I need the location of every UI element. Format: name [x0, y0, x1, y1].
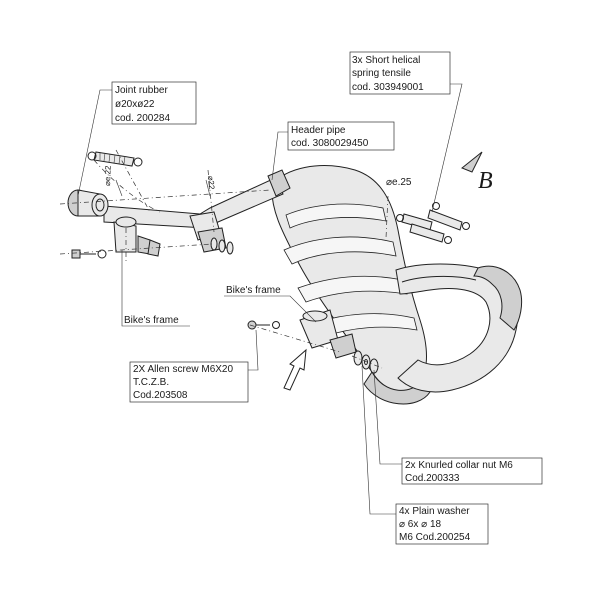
- dimension-d22: ⌀22: [206, 175, 216, 190]
- right-springs: [396, 202, 470, 244]
- callout-allen-screw: 2X Allen screw M6X20 T.C.Z.B. Cod.203508: [129, 329, 259, 403]
- bikes-frame-center-label: Bike's frame: [226, 285, 281, 296]
- curved-silencer: [395, 263, 523, 393]
- washer-title: 4x Plain washer: [399, 506, 470, 517]
- callout-joint-rubber: Joint rubber ø20xø22 cod. 200284: [77, 81, 197, 197]
- view-marker: B: [461, 151, 493, 194]
- collar-nut-code: Cod.200333: [405, 473, 460, 484]
- header-pipe-title: Header pipe: [291, 125, 346, 136]
- washer-code: M6 Cod.200254: [399, 532, 471, 543]
- collar-nut-title: 2x Knurled collar nut M6: [405, 460, 513, 471]
- expansion-chamber: [271, 165, 431, 405]
- header-pipe-code: cod. 3080029450: [291, 138, 369, 149]
- joint-rubber-size: ø20xø22: [115, 99, 155, 110]
- spring-code: cod. 303949001: [352, 82, 424, 93]
- bikes-frame-left-label: Bike's frame: [124, 315, 179, 326]
- callout-spring: 3x Short helical spring tensile cod. 303…: [349, 51, 463, 213]
- dimension-e25: ⌀e.25: [386, 177, 412, 188]
- dimension-e22: ⌀e.22: [103, 165, 113, 186]
- allen-screw-spec: T.C.Z.B.: [133, 377, 169, 388]
- callout-bikes-frame-center: Bike's frame: [224, 285, 317, 323]
- washer-spec: ⌀ 6x ⌀ 18: [399, 519, 441, 530]
- allen-screw-title: 2X Allen screw M6X20: [133, 364, 233, 375]
- assembly-arrow: [283, 348, 307, 391]
- joint-rubber-title: Joint rubber: [115, 85, 168, 96]
- center-frame-mount: [247, 309, 357, 359]
- callout-collar-nut: 2x Knurled collar nut M6 Cod.200333: [373, 369, 543, 485]
- allen-screw-code: Cod.203508: [133, 390, 188, 401]
- left-washers: [210, 237, 234, 255]
- left-frame-mount: [71, 216, 161, 259]
- left-spring: [87, 151, 143, 167]
- callout-header-pipe: Header pipe cod. 3080029450: [271, 121, 395, 181]
- joint-rubber: [67, 189, 109, 217]
- spring-line2: spring tensile: [352, 68, 411, 79]
- assembly-axes: [59, 149, 389, 369]
- spring-line1: 3x Short helical: [352, 55, 420, 66]
- callout-washer: 4x Plain washer ⌀ 6x ⌀ 18 M6 Cod.200254: [361, 365, 489, 545]
- callout-bikes-frame-left: Bike's frame: [121, 250, 190, 327]
- view-marker-letter: B: [478, 168, 493, 194]
- joint-rubber-code: cod. 200284: [115, 113, 170, 124]
